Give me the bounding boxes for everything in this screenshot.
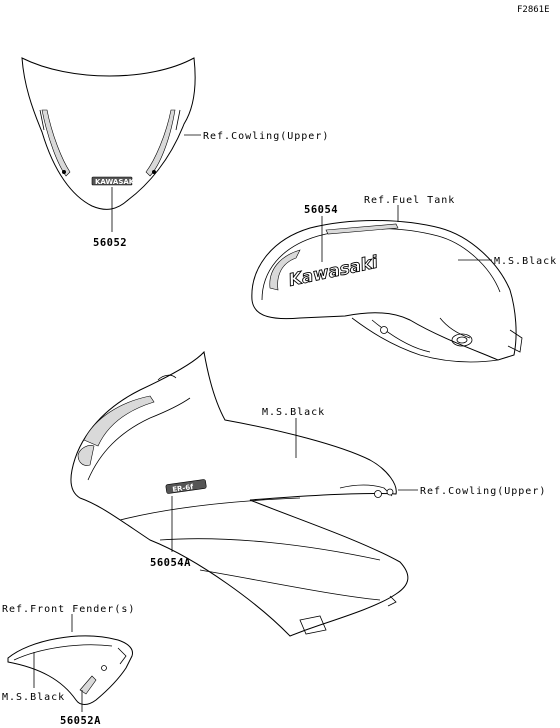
- part-number-fuel-tank: 56054: [304, 204, 338, 216]
- label-color-fuel-tank: M.S.Black: [494, 256, 557, 267]
- windshield-decal: [91, 176, 133, 186]
- label-ref-cowling-upper-cowl: Ref.Cowling(Upper): [420, 486, 546, 497]
- label-ref-cowling-upper-windshield: Ref.Cowling(Upper): [203, 131, 329, 142]
- windshield-drawing: KAWASAKI: [21, 57, 196, 210]
- part-number-front-fender: 56052A: [60, 715, 101, 727]
- part-number-side-cowl: 56054A: [150, 557, 191, 569]
- figure-code: F2861E: [517, 5, 550, 15]
- label-color-side-cowl: M.S.Black: [262, 407, 325, 418]
- side-cowl-drawing: ER-6f: [70, 350, 409, 637]
- fuel-tank-drawing: Kawasaki: [251, 220, 523, 363]
- label-ref-fuel-tank: Ref.Fuel Tank: [364, 195, 455, 206]
- part-number-windshield: 56052: [93, 237, 127, 249]
- label-color-front-fender: M.S.Black: [2, 692, 65, 703]
- windshield-decal-text: KAWASAKI: [95, 178, 137, 186]
- front-fender-drawing: [7, 635, 133, 705]
- cowl-decal-text: ER-6f: [172, 483, 195, 494]
- cowl-decal: [165, 479, 207, 494]
- label-ref-front-fender: Ref.Front Fender(s): [2, 604, 135, 615]
